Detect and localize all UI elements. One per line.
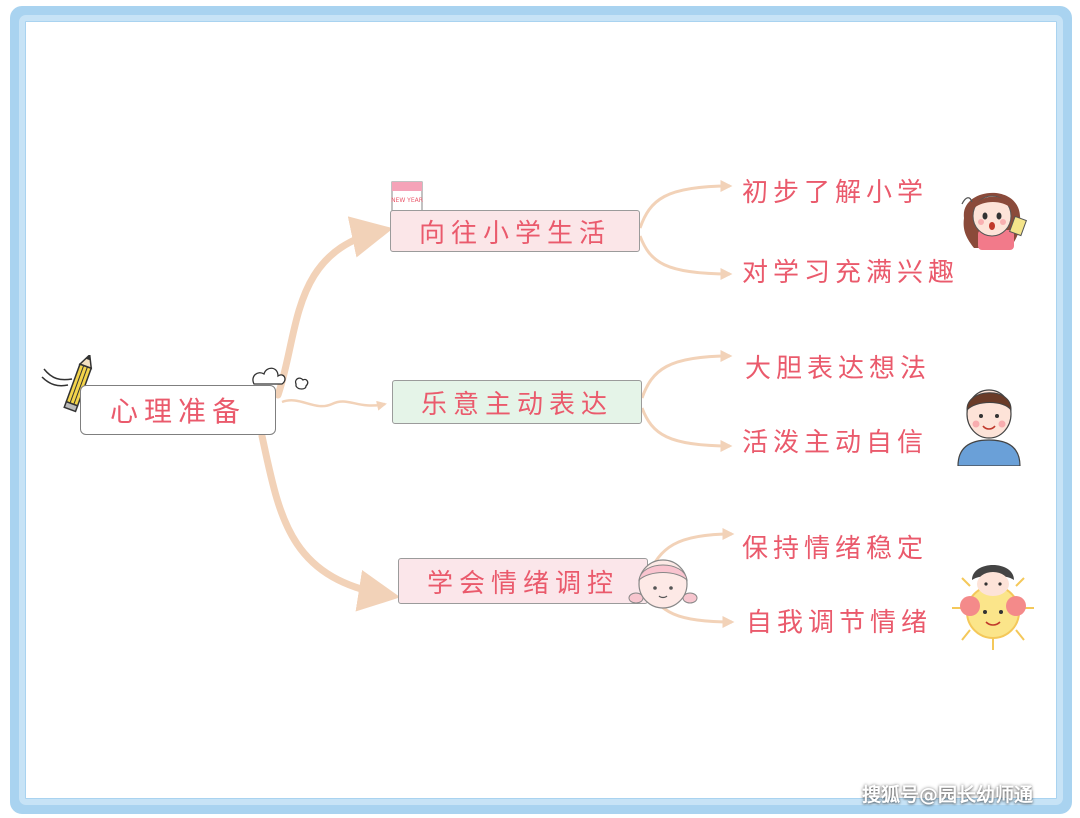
calendar-sticker-text: NEW YEAR (391, 197, 423, 204)
connector-b2-leaf2 (640, 407, 733, 452)
root-node: 心理准备 (80, 385, 276, 435)
branch-3-label: 学会情绪调控 (426, 568, 619, 599)
connector-b2-leaf1 (640, 350, 733, 399)
sun-girl-icon (952, 565, 1034, 650)
branch-node-1: 向往小学生活 (390, 210, 640, 252)
cloud-puff-icon (252, 367, 309, 390)
boy-smiling-icon (957, 389, 1021, 466)
connector-root-branch2 (281, 399, 387, 411)
connector-root-branch3 (258, 432, 401, 612)
leaf-2-2: 活泼主动自信 (742, 428, 929, 458)
leaf-3-1: 保持情绪稳定 (742, 534, 929, 564)
connector-b1-leaf1 (638, 180, 733, 229)
branch-2-label: 乐意主动表达 (420, 389, 613, 420)
leaf-2-1: 大胆表达想法 (745, 354, 932, 384)
connector-b1-leaf2 (638, 235, 733, 280)
root-node-label: 心理准备 (109, 395, 246, 428)
pencil-icon (41, 355, 93, 413)
leaf-1-1: 初步了解小学 (742, 178, 929, 208)
girl-thinking-icon (961, 192, 1028, 250)
connector-root-branch1 (274, 216, 394, 399)
girl-pigtails-icon (628, 559, 698, 609)
branch-1-label: 向往小学生活 (418, 218, 611, 249)
leaf-1-2: 对学习充满兴趣 (742, 258, 960, 288)
branch-node-2: 乐意主动表达 (392, 380, 642, 424)
leaf-3-2: 自我调节情绪 (746, 608, 933, 638)
branch-node-3: 学会情绪调控 (398, 558, 648, 604)
watermark: 搜狐号@园长幼师通 (862, 784, 1034, 806)
